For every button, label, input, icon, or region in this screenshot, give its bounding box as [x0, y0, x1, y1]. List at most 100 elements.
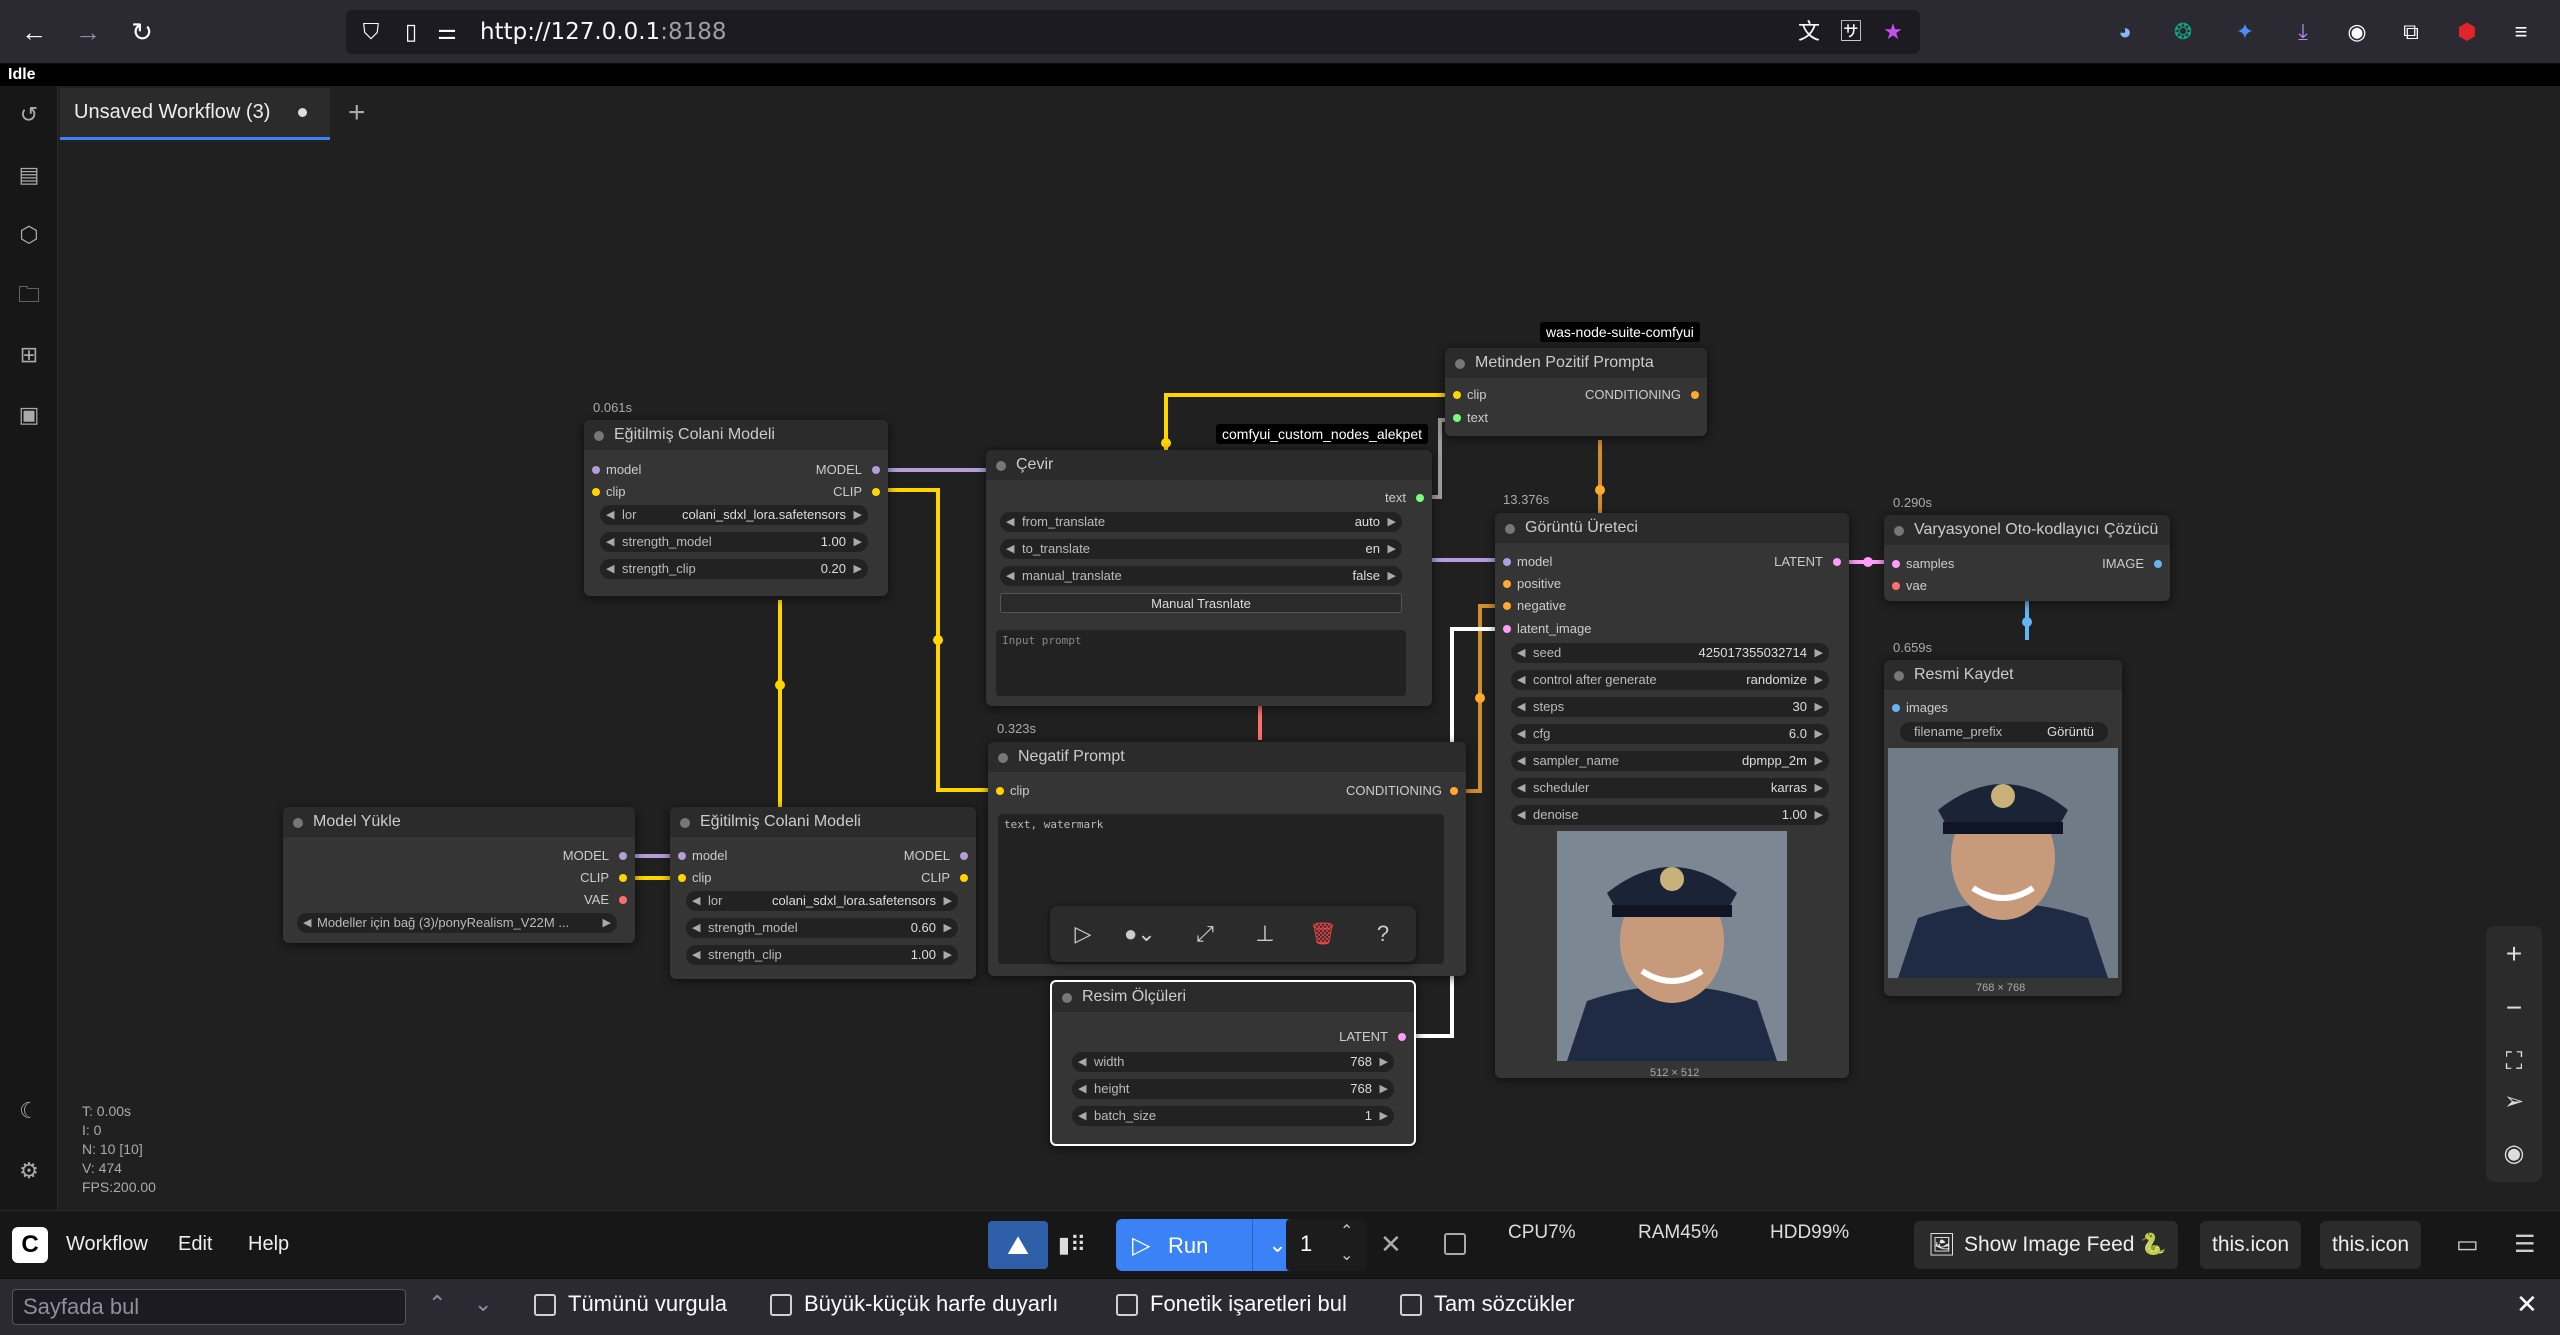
toggle-links-eye-icon[interactable]: ◉: [2503, 1140, 2525, 1167]
zoom-out-icon[interactable]: −: [2505, 992, 2523, 1023]
slot-dot[interactable]: [1691, 391, 1699, 399]
ckpt-name-widget[interactable]: ◀Modeller için bağ (3)/ponyRealism_V22M …: [297, 913, 617, 933]
collapse-dot[interactable]: [680, 818, 690, 828]
reload-icon[interactable]: ↻: [131, 17, 153, 47]
manual-translate-button[interactable]: Manual Trasnlate: [1000, 593, 1402, 613]
slot-dot[interactable]: [1503, 625, 1511, 633]
slot-dot[interactable]: [1453, 391, 1461, 399]
select-mode-icon[interactable]: ➢: [2503, 1088, 2525, 1115]
cancel-x-icon[interactable]: ✕: [1380, 1229, 1402, 1259]
find-previous-icon[interactable]: ⌃: [428, 1291, 447, 1316]
whole-words-checkbox[interactable]: [1400, 1294, 1422, 1316]
slot-dot[interactable]: [960, 852, 968, 860]
bypass-icon[interactable]: ⤢: [1196, 921, 1214, 946]
manager-icon[interactable]: ⛰: [988, 1221, 1048, 1269]
close-find-icon[interactable]: ✕: [2516, 1289, 2538, 1319]
slot-dot[interactable]: [1833, 558, 1841, 566]
bookmark-icon[interactable]: ▮⠿: [1057, 1232, 1087, 1257]
slot-dot[interactable]: [592, 466, 600, 474]
settings-gear-icon[interactable]: ⚙: [19, 1158, 39, 1183]
match-case-checkbox[interactable]: [770, 1294, 792, 1316]
slot-dot[interactable]: [1416, 494, 1424, 502]
workflows-icon[interactable]: ⊞: [19, 342, 39, 367]
show-image-feed-button[interactable]: 🖼 Show Image Feed 🐍: [1914, 1221, 2179, 1269]
color-picker-icon[interactable]: ●⌄: [1124, 921, 1156, 946]
url-text[interactable]: http://127.0.0.1:8188: [480, 19, 727, 45]
collapse-dot[interactable]: [1894, 526, 1904, 536]
account-icon[interactable]: ◉: [2347, 19, 2367, 44]
slot-dot[interactable]: [592, 488, 600, 496]
slot-dot[interactable]: [1450, 787, 1458, 795]
chatgpt-icon[interactable]: ❂: [2173, 19, 2193, 44]
slot-dot[interactable]: [1453, 414, 1461, 422]
decrement-icon[interactable]: ⌄: [1340, 1247, 1354, 1264]
node-lora-1[interactable]: Eğitilmiş Colani Modeli model clip MODEL…: [584, 420, 888, 596]
collapse-dot[interactable]: [1894, 671, 1904, 681]
slot-dot[interactable]: [1892, 560, 1900, 568]
translate-page-icon[interactable]: 🈂: [1839, 19, 1862, 44]
node-library-icon[interactable]: ⬡: [19, 222, 39, 247]
node-checkpoint-loader[interactable]: Model Yükle MODEL CLIP VAE ◀Modeller içi…: [283, 807, 635, 943]
permissions-icon[interactable]: ⚌: [437, 19, 457, 44]
history-icon[interactable]: ↺: [19, 102, 39, 127]
help-icon[interactable]: ?: [1376, 921, 1390, 946]
ublock-icon[interactable]: ⬢: [2457, 19, 2477, 44]
this-icon-button-1[interactable]: this.icon: [2200, 1221, 2302, 1269]
find-next-icon[interactable]: ⌄: [474, 1291, 493, 1316]
stop-square-icon[interactable]: [1444, 1233, 1466, 1255]
collapse-dot[interactable]: [1062, 993, 1072, 1003]
slot-dot[interactable]: [872, 488, 880, 496]
translate-icon[interactable]: 文: [1797, 19, 1820, 44]
node-vae-decode[interactable]: Varyasyonel Oto-kodlayıcı Çözücü samples…: [1884, 515, 2170, 601]
diacritics-checkbox[interactable]: [1116, 1294, 1138, 1316]
delete-trash-icon[interactable]: 🗑: [1309, 921, 1337, 946]
panel-toggle-icon[interactable]: ▭: [2456, 1231, 2479, 1258]
back-icon[interactable]: ←: [21, 17, 47, 47]
model-library-icon[interactable]: 🗀: [17, 282, 40, 307]
run-button[interactable]: ▷ Run: [1116, 1219, 1252, 1271]
slot-dot[interactable]: [960, 874, 968, 882]
node-lora-2[interactable]: Eğitilmiş Colani Modeli model clip MODEL…: [670, 807, 976, 979]
this-icon-button-2[interactable]: this.icon: [2320, 1221, 2422, 1269]
batch-count-stepper[interactable]: 1 ⌃ ⌄: [1286, 1219, 1366, 1271]
menu-icon[interactable]: ≡: [2514, 19, 2528, 44]
queue-icon[interactable]: ▤: [18, 162, 40, 187]
slot-dot[interactable]: [1892, 582, 1900, 590]
pin-icon[interactable]: ⊥: [1255, 921, 1275, 946]
node-positive-prompt[interactable]: Metinden Pozitif Prompta clip text CONDI…: [1445, 348, 1707, 436]
slot-dot[interactable]: [1503, 580, 1511, 588]
zoom-in-icon[interactable]: +: [2505, 938, 2523, 969]
diacritics-label[interactable]: Fonetik işaretleri bul: [1150, 1291, 1347, 1316]
download-icon[interactable]: ⤓: [2298, 19, 2308, 44]
page-icon[interactable]: ▯: [404, 19, 418, 44]
slot-dot[interactable]: [678, 852, 686, 860]
url-bar[interactable]: ⛉ ▯ ⚌ http://127.0.0.1:8188 文 🈂 ★: [346, 10, 1920, 54]
shield-icon[interactable]: ⛉: [362, 19, 380, 44]
collapse-dot[interactable]: [1455, 359, 1465, 369]
slot-dot[interactable]: [619, 896, 627, 904]
match-case-label[interactable]: Büyük-küçük harfe duyarlı: [804, 1291, 1059, 1316]
slot-dot[interactable]: [996, 787, 1004, 795]
collapse-dot[interactable]: [996, 461, 1006, 471]
slot-dot[interactable]: [1503, 602, 1511, 610]
node-ksampler[interactable]: Görüntü Üreteci model positive negative …: [1495, 513, 1849, 1079]
